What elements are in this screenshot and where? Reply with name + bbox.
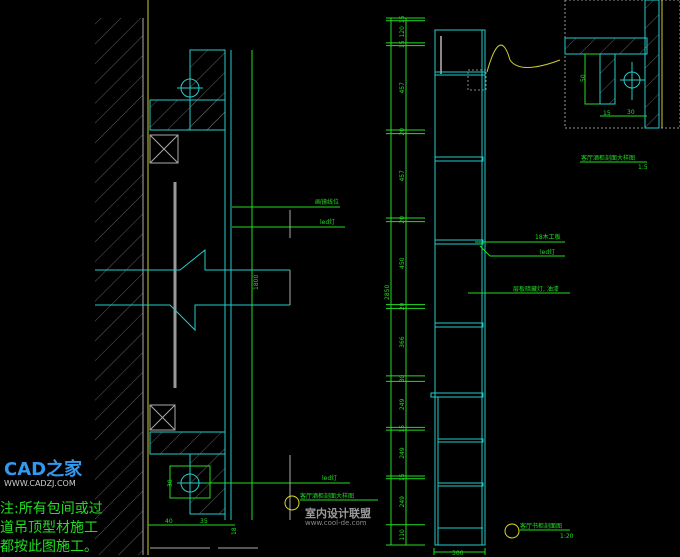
light-fixture-icon bbox=[177, 470, 203, 496]
note-line-2: 道吊顶型材施工 bbox=[0, 520, 98, 536]
dim-label: 249 bbox=[399, 447, 406, 459]
dim-label: 110 bbox=[399, 529, 406, 541]
dim-label: 249 bbox=[399, 496, 406, 508]
dim-height: 1800 bbox=[253, 275, 260, 290]
dim-label: 120 bbox=[399, 26, 406, 38]
dim-30: 30 bbox=[167, 479, 174, 487]
dim-label: 457 bbox=[399, 170, 406, 182]
beam-break bbox=[95, 248, 290, 332]
dimension-labels: 15 120 15 457 20 457 20 450 20 366 30 249 15 249 15 249… bbox=[399, 15, 406, 540]
top-ledge bbox=[149, 99, 226, 131]
bottom-block bbox=[189, 453, 226, 515]
detail-callout-box bbox=[467, 69, 487, 91]
light-fixture-icon bbox=[177, 75, 203, 101]
bookcase-outline bbox=[434, 29, 486, 546]
note-line-1: 注:所有包间或过 bbox=[0, 501, 103, 517]
bottom-ledge bbox=[149, 431, 226, 455]
wall-hatch bbox=[95, 18, 143, 555]
watermark-cadzj-logo: CAD之家 bbox=[4, 459, 83, 480]
dim-label: 20 bbox=[399, 302, 406, 310]
detail-board bbox=[599, 53, 616, 105]
shelf bbox=[437, 482, 484, 487]
detail-drawing: 50 15 30 客厅酒柜剖面大样图 1:5 bbox=[564, 0, 680, 171]
shelf bbox=[437, 438, 484, 443]
dim-40: 40 bbox=[165, 518, 173, 525]
note-line-3: 都按此图施工。 bbox=[0, 539, 98, 555]
bookcase-section-drawing: 15 120 15 457 20 457 20 450 20 366 30 249 15 249 15 249… bbox=[384, 15, 574, 555]
dim-label: 20 bbox=[399, 128, 406, 136]
watermark-cadzj-url: WWW.CADZJ.COM bbox=[4, 479, 76, 488]
detail-ceiling-slab bbox=[564, 37, 648, 55]
detail-dim-50: 50 bbox=[580, 74, 587, 82]
label-board: 18木工板 bbox=[535, 233, 561, 241]
shelf bbox=[434, 71, 486, 76]
detail-scale: 1:5 bbox=[638, 164, 648, 171]
section-marker-icon bbox=[504, 523, 520, 539]
label-led-right: led灯 bbox=[540, 248, 555, 256]
shelf bbox=[430, 392, 484, 398]
dim-label: 457 bbox=[399, 82, 406, 94]
detail-box bbox=[584, 53, 601, 105]
dim-35: 35 bbox=[200, 518, 208, 525]
shelf bbox=[434, 156, 484, 162]
detail-title: 客厅酒柜剖面大样图 bbox=[581, 154, 635, 162]
dim-width: 300 bbox=[452, 550, 464, 555]
detail-wall bbox=[644, 0, 660, 129]
dim-label: 450 bbox=[399, 257, 406, 269]
bookcase-title: 客厅书柜剖面图 bbox=[520, 522, 562, 530]
timber-block-icon bbox=[149, 404, 176, 431]
watermark-cool-de-url: www.cool-de.com bbox=[305, 519, 367, 527]
left-title: 客厅酒柜剖面大样图 bbox=[300, 492, 354, 500]
dim-label: 15 bbox=[399, 425, 406, 433]
watermark-cool-de: 室内设计联盟 bbox=[305, 507, 371, 520]
timber-block-icon bbox=[149, 134, 179, 164]
dim-label: 20 bbox=[399, 216, 406, 224]
light-fixture-icon bbox=[620, 62, 645, 100]
label-led: led灯 bbox=[320, 218, 335, 226]
dim-label: 15 bbox=[399, 473, 406, 481]
detail-dim-30: 30 bbox=[627, 109, 635, 116]
leader-line bbox=[479, 245, 565, 257]
bookcase-scale: 1:20 bbox=[560, 533, 574, 540]
label-shelf: 层板暗藏灯, 油漆 bbox=[513, 285, 559, 293]
dim-18: 18 bbox=[231, 527, 238, 535]
dim-label: 366 bbox=[399, 336, 406, 348]
detail-dim-15: 15 bbox=[603, 110, 611, 117]
left-section-drawing: 画镜线位 led灯 1800 led灯 30 40 35 18 客厅酒柜剖面大样… bbox=[95, 0, 378, 555]
dim-total: 2850 bbox=[384, 285, 391, 300]
shelf bbox=[434, 322, 484, 328]
dimension-ticks bbox=[386, 17, 425, 546]
detail-callout-curve bbox=[486, 44, 561, 73]
detail-frame bbox=[564, 0, 680, 129]
dim-label: 15 bbox=[399, 40, 406, 48]
light-box bbox=[169, 465, 211, 499]
section-marker-icon bbox=[284, 495, 300, 511]
dim-label: 15 bbox=[399, 15, 406, 23]
label-led-bottom: led灯 bbox=[322, 474, 337, 482]
label-picture-rail: 画镜线位 bbox=[315, 198, 339, 206]
dim-label: 30 bbox=[399, 375, 406, 383]
dim-label: 249 bbox=[399, 398, 406, 410]
